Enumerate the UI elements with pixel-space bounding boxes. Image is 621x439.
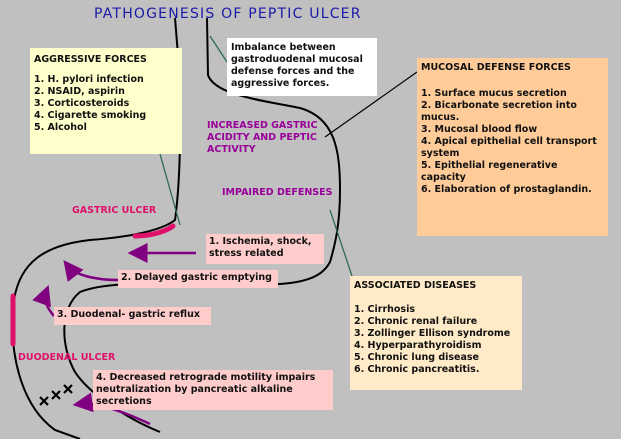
mechanism-retrograde-motility: 4. Decreased retrograde motility impairs…: [93, 370, 333, 410]
mechanism-reflux: 3. Duodenal- gastric reflux: [54, 307, 211, 325]
duodenal-ulcer-label: DUODENAL ULCER: [18, 352, 116, 363]
aggressive-forces-heading: AGGRESSIVE FORCES: [34, 54, 147, 65]
arrow-reflux: [32, 284, 55, 317]
mechanism-ischemia: 1. Ischemia, shock, stress related: [206, 234, 324, 264]
mucosal-defense-box: MUCOSAL DEFENSE FORCES 1. Surface mucus …: [417, 58, 608, 236]
list-item: 5. Alcohol: [34, 122, 87, 133]
list-item: 2. Bicarbonate secretion into mucus.: [421, 100, 577, 123]
diagram-title: PATHOGENESIS OF PEPTIC ULCER: [94, 6, 362, 22]
gastric-ulcer-mark: [132, 223, 176, 239]
imbalance-note: Imbalance between gastroduodenal mucosal…: [227, 38, 377, 96]
arrow-delayed-emptying: [63, 260, 119, 283]
imbalance-connector: [209, 35, 228, 63]
list-item: 3. Corticosteroids: [34, 98, 130, 109]
defense-connector: [324, 71, 418, 138]
gastric-ulcer-label: GASTRIC ULCER: [72, 205, 157, 216]
impaired-defenses-label: IMPAIRED DEFENSES: [222, 187, 333, 198]
associated-diseases-heading: ASSOCIATED DISEASES: [354, 280, 477, 291]
associated-diseases-list: 1. Cirrhosis 2. Chronic renal failure 3.…: [354, 304, 518, 376]
list-item: 4. Hyperparathyroidism: [354, 340, 482, 351]
list-item: 4. Apical epithelial cell transport syst…: [421, 136, 597, 159]
aggressive-connector: [159, 153, 181, 226]
list-item: 6. Elaboration of prostaglandin.: [421, 184, 592, 195]
associated-connector: [329, 209, 353, 277]
list-item: 5. Epithelial regenerative capacity: [421, 160, 558, 183]
list-item: 4. Cigarette smoking: [34, 110, 147, 121]
list-item: 5. Chronic lung disease: [354, 352, 479, 363]
list-item: 2. Chronic renal failure: [354, 316, 478, 327]
stomach-outer-wall: [11, 17, 182, 439]
list-item: 1. Surface mucus secretion: [421, 88, 567, 99]
mucosal-defense-list: 1. Surface mucus secretion 2. Bicarbonat…: [421, 88, 604, 196]
list-item: 3. Mucosal blood flow: [421, 124, 538, 135]
aggressive-forces-box: AGGRESSIVE FORCES 1. H. pylori infection…: [30, 48, 182, 154]
duodenal-cross-marks: [39, 384, 73, 406]
associated-diseases-box: ASSOCIATED DISEASES 1. Cirrhosis 2. Chro…: [350, 276, 522, 390]
mucosal-defense-heading: MUCOSAL DEFENSE FORCES: [421, 62, 571, 73]
mechanism-delayed-emptying: 2. Delayed gastric emptying: [118, 270, 278, 288]
aggressive-forces-list: 1. H. pylori infection 2. NSAID, aspirin…: [34, 74, 178, 134]
list-item: 6. Chronic pancreatitis.: [354, 364, 480, 375]
list-item: 1. H. pylori infection: [34, 74, 144, 85]
acidity-label: INCREASED GASTRIC ACIDITY AND PEPTIC ACT…: [207, 120, 318, 155]
stomach-inner-wall: [63, 17, 342, 433]
list-item: 3. Zollinger Ellison syndrome: [354, 328, 511, 339]
list-item: 2. NSAID, aspirin: [34, 86, 125, 97]
list-item: 1. Cirrhosis: [354, 304, 415, 315]
